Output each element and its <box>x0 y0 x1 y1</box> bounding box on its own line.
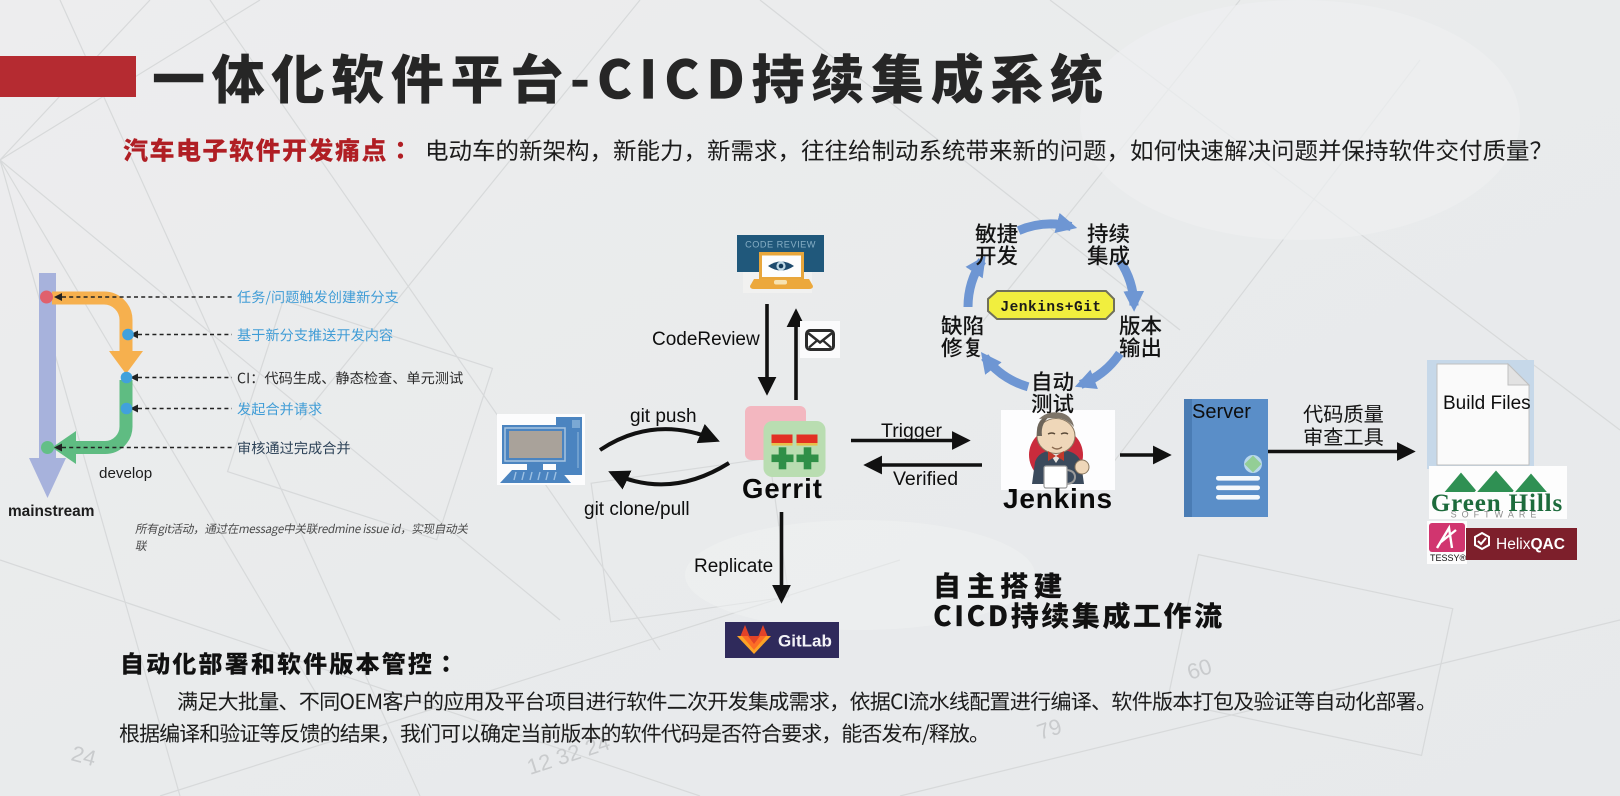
svg-text:GitLab: GitLab <box>778 632 832 651</box>
svg-text:HelixQAC: HelixQAC <box>1496 536 1565 553</box>
svg-text:Jenkins+Git: Jenkins+Git <box>1000 300 1101 316</box>
svg-text:CODE REVIEW: CODE REVIEW <box>745 240 816 250</box>
svg-text:TESSY®: TESSY® <box>1430 553 1467 563</box>
svg-text:Green Hills: Green Hills <box>1431 490 1563 517</box>
svg-text:SOFTWARE: SOFTWARE <box>1451 510 1542 520</box>
